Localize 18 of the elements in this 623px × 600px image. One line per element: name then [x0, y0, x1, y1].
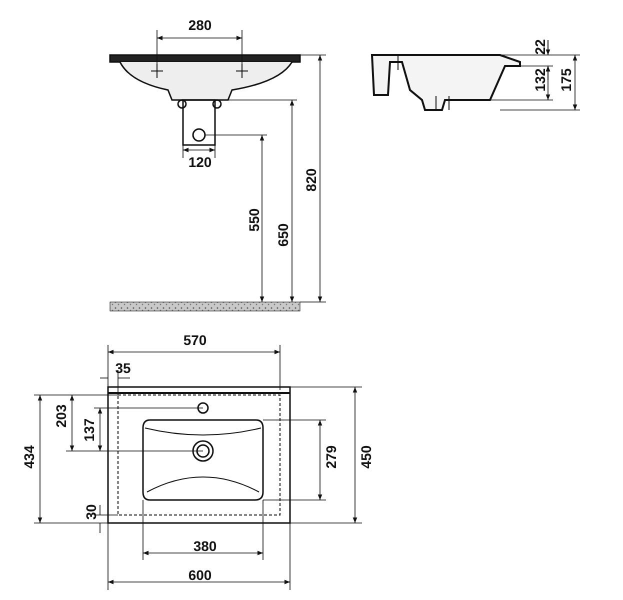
dimension-label: 120: [188, 155, 212, 169]
dimension-label: 279: [324, 445, 338, 469]
dimension-label: 30: [84, 504, 98, 520]
dimension-label: 203: [54, 404, 68, 428]
dimension-label: 280: [188, 18, 212, 32]
dimension-label: 570: [183, 333, 207, 347]
dimension-label: 132: [533, 68, 547, 92]
dimension-label: 434: [22, 445, 36, 469]
dimension-label: 35: [115, 361, 131, 375]
dimension-label: 22: [533, 39, 547, 55]
dimension-label: 550: [247, 208, 261, 232]
dimension-label: 820: [304, 168, 318, 192]
dimension-label: 175: [559, 68, 573, 92]
dimension-label: 137: [82, 418, 96, 442]
dimension-label: 380: [193, 539, 217, 553]
dimension-label: 650: [276, 223, 290, 247]
dimension-label: 600: [188, 568, 212, 582]
dimension-label: 450: [359, 445, 373, 469]
